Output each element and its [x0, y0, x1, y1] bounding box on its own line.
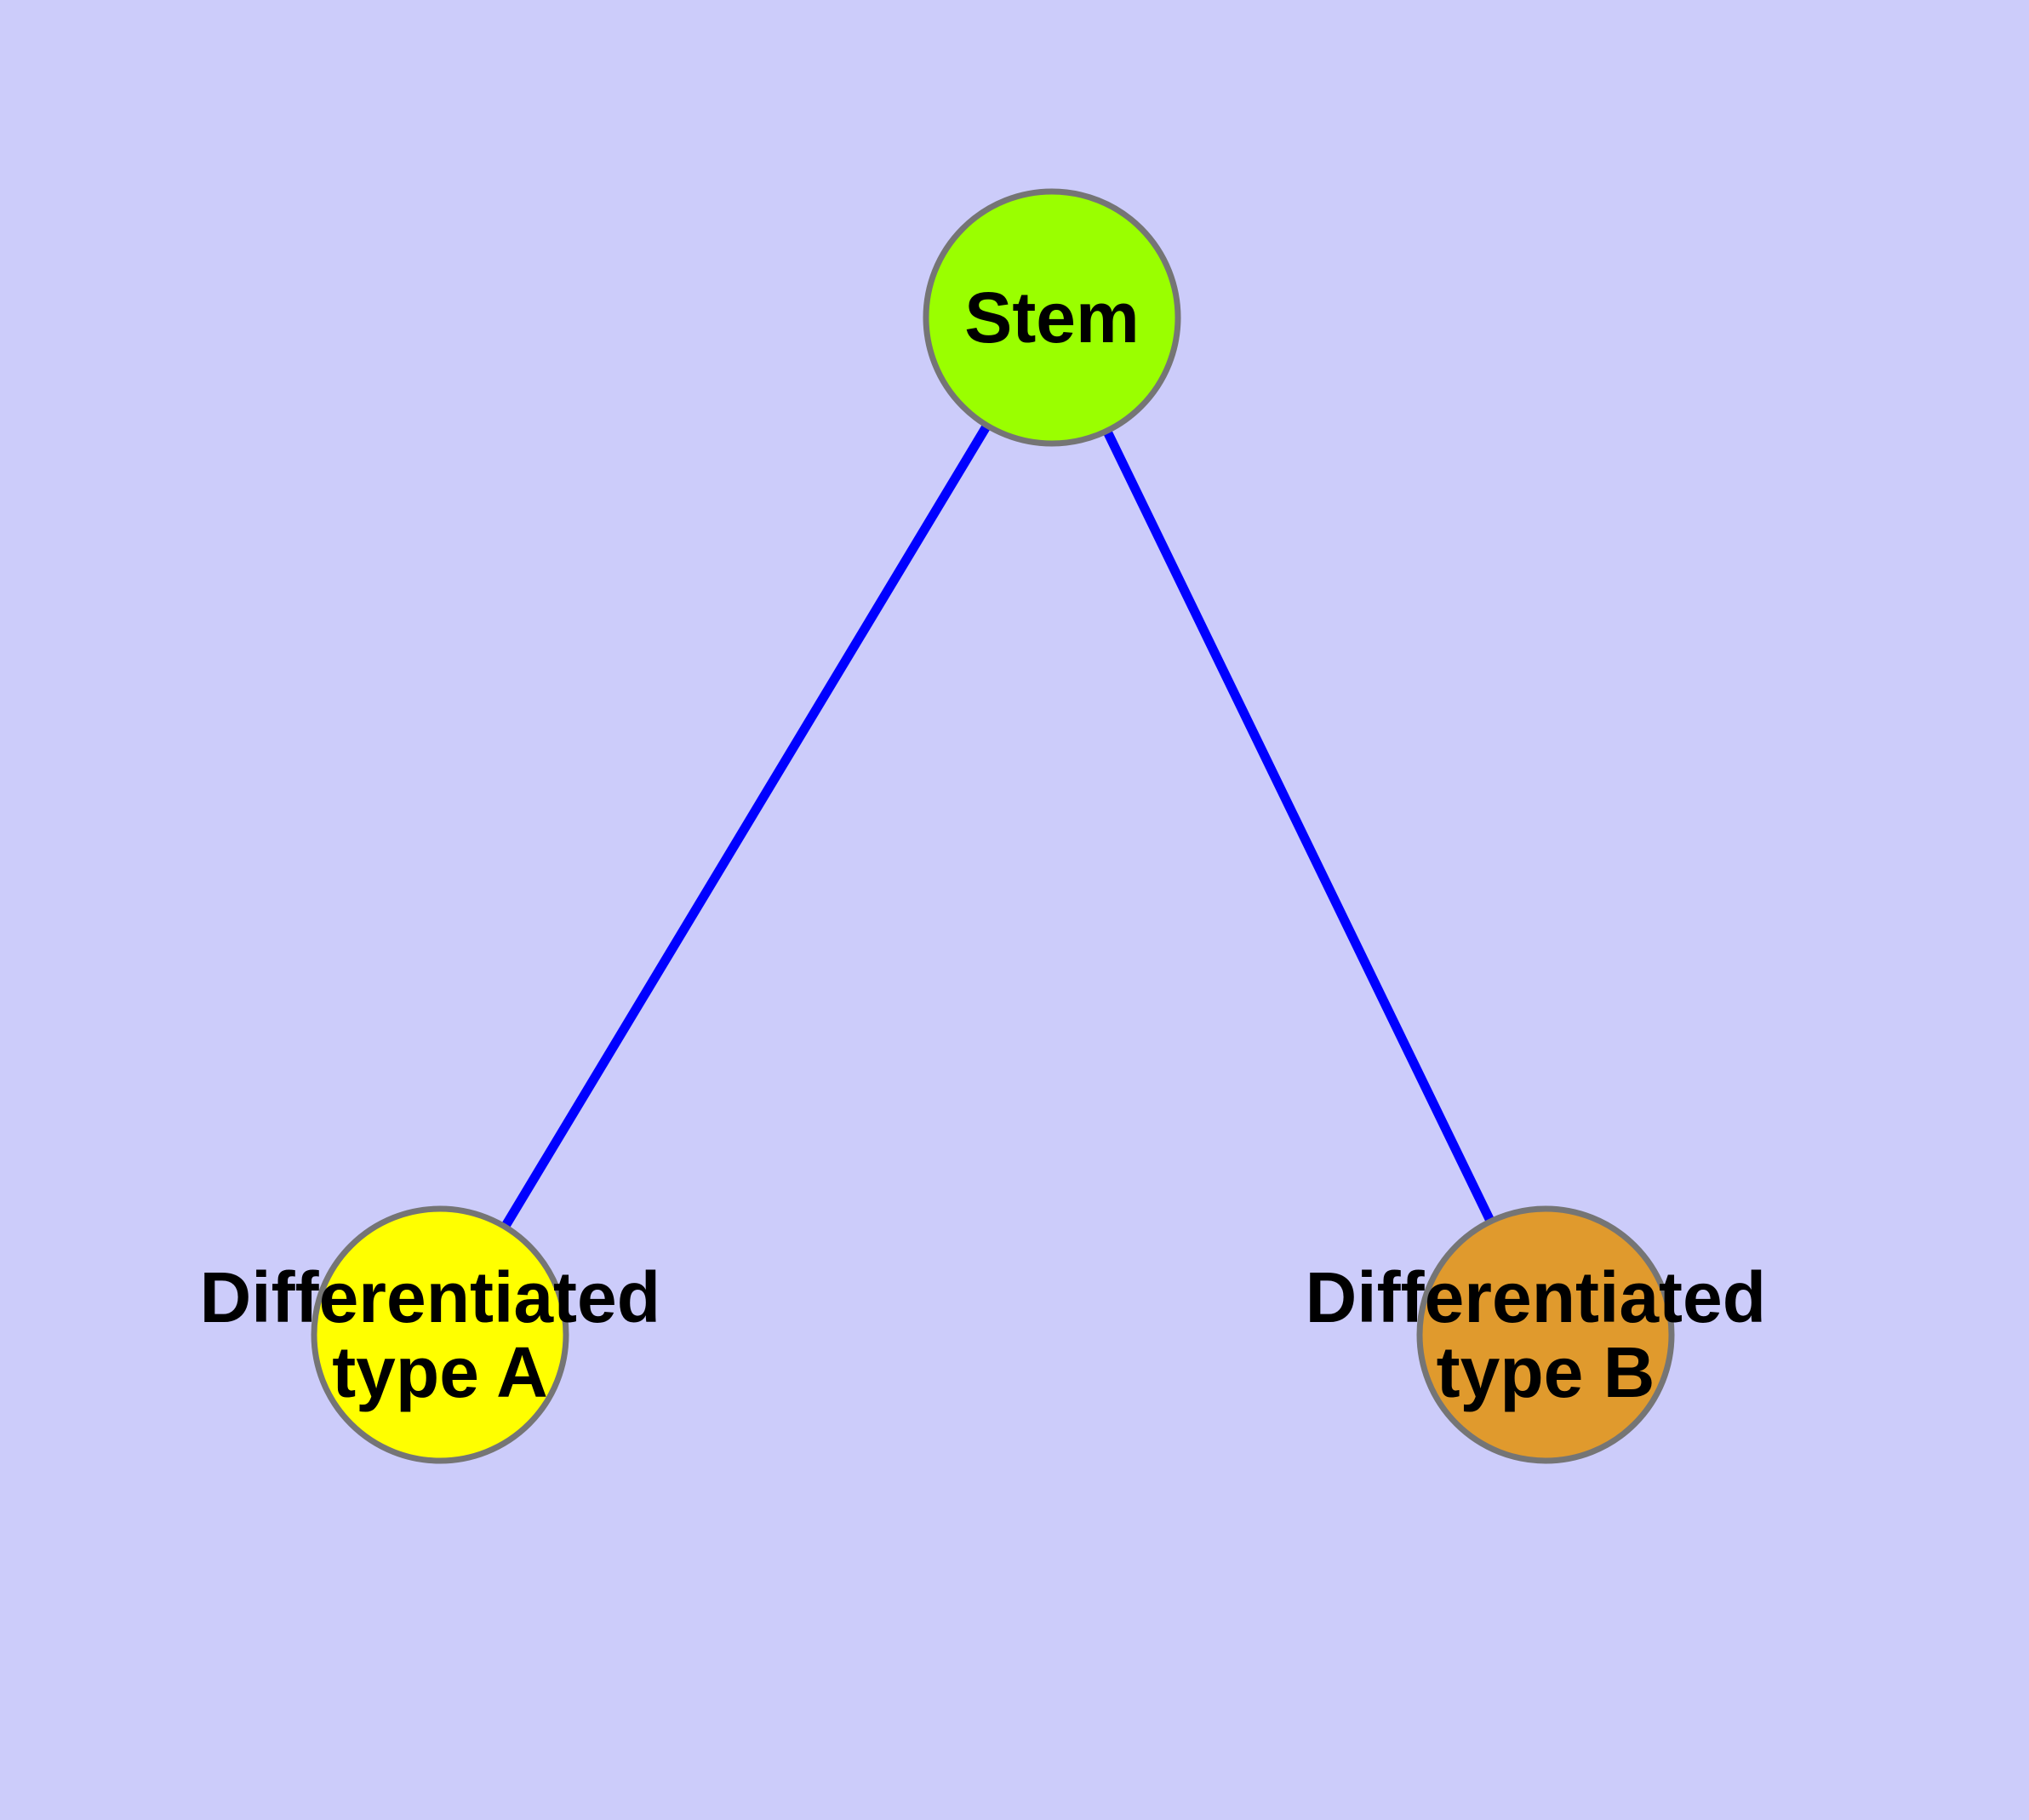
- node-stem[interactable]: [923, 188, 1181, 447]
- edge-stem-to-diff-a[interactable]: [436, 315, 1056, 1337]
- node-diff-a-label-line-1: type A: [332, 1332, 548, 1412]
- node-stem-label-line-0: Stem: [964, 278, 1139, 358]
- edge-stem-to-diff-b[interactable]: [1048, 315, 1550, 1337]
- node-diff-b-label-line-0: Differentiated: [1306, 1257, 1766, 1337]
- node-layer: [311, 188, 1675, 1464]
- node-diff-a-label-line-0: Differentiated: [200, 1257, 660, 1337]
- node-diff-b-label-line-1: type B: [1437, 1332, 1655, 1412]
- label-layer: Stem Differentiated type A Differentiate…: [200, 278, 1786, 1412]
- node-stem-circle[interactable]: [923, 188, 1181, 447]
- node-diff-a-label: Differentiated type A: [200, 1257, 681, 1412]
- node-diff-a-circle[interactable]: [311, 1205, 569, 1464]
- edge-layer: [436, 315, 1550, 1337]
- node-stem-label: Stem: [964, 278, 1139, 358]
- node-diff-b-label: Differentiated type B: [1306, 1257, 1786, 1412]
- node-diff-b-circle[interactable]: [1416, 1205, 1675, 1464]
- node-diff-b[interactable]: [1416, 1205, 1675, 1464]
- node-diff-a[interactable]: [311, 1205, 569, 1464]
